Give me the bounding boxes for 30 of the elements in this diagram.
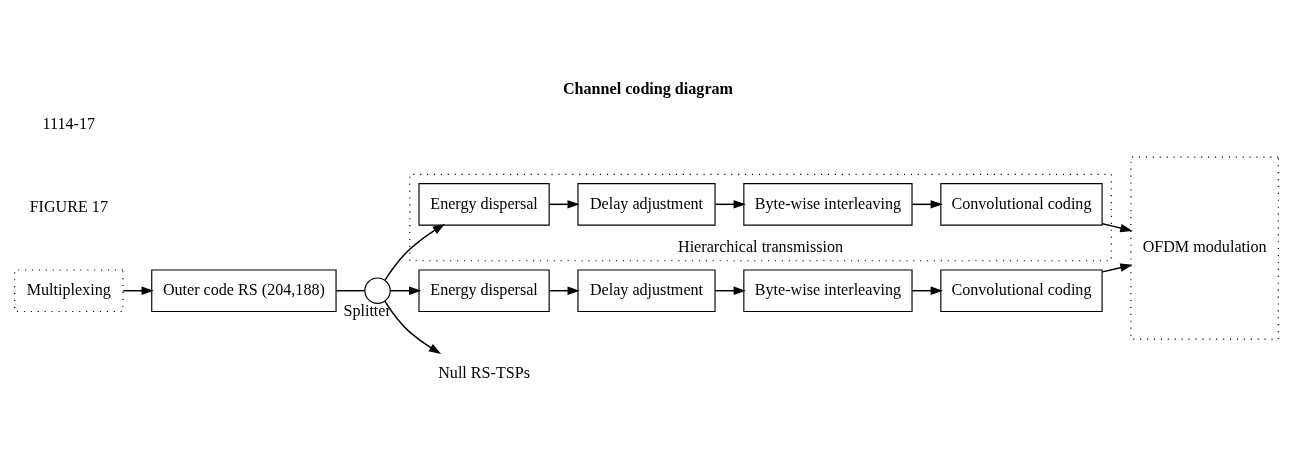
arrow — [911, 286, 943, 295]
node-box: Energy dispersal — [417, 183, 550, 226]
label: FIGURE 17 — [29, 198, 108, 216]
node-switch — [363, 277, 391, 304]
node-box: Energy dispersal — [417, 269, 550, 313]
arrow — [911, 200, 943, 209]
connector — [335, 289, 365, 292]
diagram-title: Channel coding diagram — [562, 79, 733, 97]
arrow — [1101, 222, 1133, 233]
node-box: Convolutional coding — [939, 269, 1103, 313]
node-label: Splitter — [342, 302, 391, 320]
arrow — [121, 286, 154, 295]
arrow — [714, 200, 746, 209]
node-box: Byte-wise interleaving — [742, 269, 913, 313]
node-box: Multiplexing — [13, 269, 123, 313]
node-box: Outer code RS (204,188) — [150, 269, 337, 313]
node-box: OFDM modulation — [1129, 156, 1279, 340]
arrow — [1101, 263, 1133, 273]
label: 1114-17 — [42, 115, 95, 133]
node-box: Byte-wise interleaving — [742, 183, 913, 226]
node-box: Delay adjustment — [576, 183, 716, 226]
arrow — [383, 223, 445, 282]
node-box: Delay adjustment — [576, 269, 716, 313]
arrow — [548, 286, 580, 295]
node-box: Convolutional coding — [939, 183, 1103, 226]
node-text: Null RS-TSPs — [437, 363, 530, 381]
arrow — [548, 200, 580, 209]
arrow — [383, 300, 441, 354]
arrow — [389, 286, 421, 295]
arrow — [714, 286, 746, 295]
